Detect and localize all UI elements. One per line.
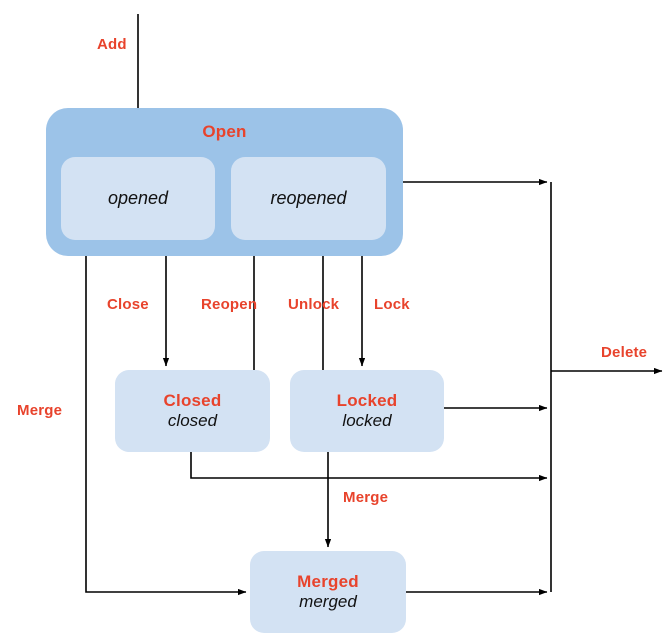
state-closed[interactable]: Closed closed: [115, 370, 270, 452]
state-locked-label: locked: [342, 411, 392, 430]
state-merged[interactable]: Merged merged: [250, 551, 406, 633]
state-merged-label: merged: [299, 592, 357, 611]
state-locked[interactable]: Locked locked: [290, 370, 444, 452]
edge-merge-open: [85, 256, 247, 596]
edge-label-delete: Delete: [601, 344, 648, 361]
state-locked-title: Locked: [336, 391, 398, 411]
state-opened-label: opened: [107, 188, 169, 209]
state-reopened[interactable]: reopened: [231, 157, 386, 240]
group-open-title: Open: [202, 122, 247, 141]
edge-label-merge-open: Merge: [17, 402, 63, 419]
edge-delete-from-closed: [190, 452, 548, 482]
edge-label-merge-locked: Merge: [343, 489, 389, 506]
edge-label-close: Close: [107, 296, 149, 313]
state-merged-title: Merged: [297, 572, 359, 592]
edge-label-unlock: Unlock: [288, 296, 340, 313]
state-opened[interactable]: opened: [61, 157, 215, 240]
state-reopened-label: reopened: [270, 188, 347, 209]
edge-label-add: Add: [97, 36, 127, 53]
edge-label-reopen: Reopen: [201, 296, 258, 313]
edge-label-lock: Lock: [374, 296, 410, 313]
state-closed-label: closed: [167, 411, 218, 430]
state-closed-title: Closed: [163, 391, 222, 411]
